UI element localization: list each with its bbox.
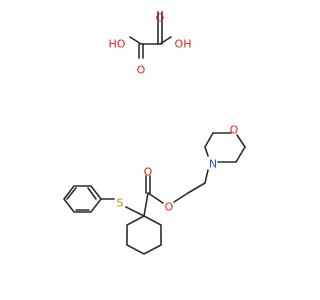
hydroxyl-label-right: OH (175, 38, 192, 51)
hydroxyl-label-left: HO (109, 38, 126, 51)
ester-group: O O (143, 166, 206, 217)
molecule-diagram: HO OH O O S O O N (62, 11, 246, 255)
aromatic-double-bond (66, 187, 77, 200)
bond (204, 146, 209, 157)
ester-oxygen-label: O (165, 201, 174, 214)
aromatic-double-bond (87, 187, 97, 200)
bond (235, 146, 246, 163)
bond (143, 192, 149, 217)
thioether: S (117, 197, 145, 217)
structure-svg: HO OH O O S O O N (62, 11, 246, 255)
carbonyl-oxygen-label: O (144, 166, 153, 179)
morpholine-oxygen-label: O (230, 124, 239, 137)
cyclohexane-ring (126, 215, 162, 255)
carbonyl-oxygen-label-right: O (156, 12, 165, 25)
bond (125, 206, 145, 217)
sulfur-label: S (117, 197, 124, 210)
bond (236, 134, 246, 148)
nitrogen-label: N (209, 158, 217, 171)
oxalic-acid: HO OH O O (109, 11, 192, 77)
bond (147, 192, 164, 204)
cyclohexane (126, 215, 162, 255)
bond (187, 182, 206, 194)
bond (129, 36, 142, 45)
bond (204, 169, 209, 184)
morpholine-ring: N O (204, 124, 246, 184)
bond (173, 192, 189, 203)
carbonyl-oxygen-label-left: O (137, 64, 146, 77)
bond (204, 132, 214, 148)
phenyl-ring (62, 185, 115, 213)
